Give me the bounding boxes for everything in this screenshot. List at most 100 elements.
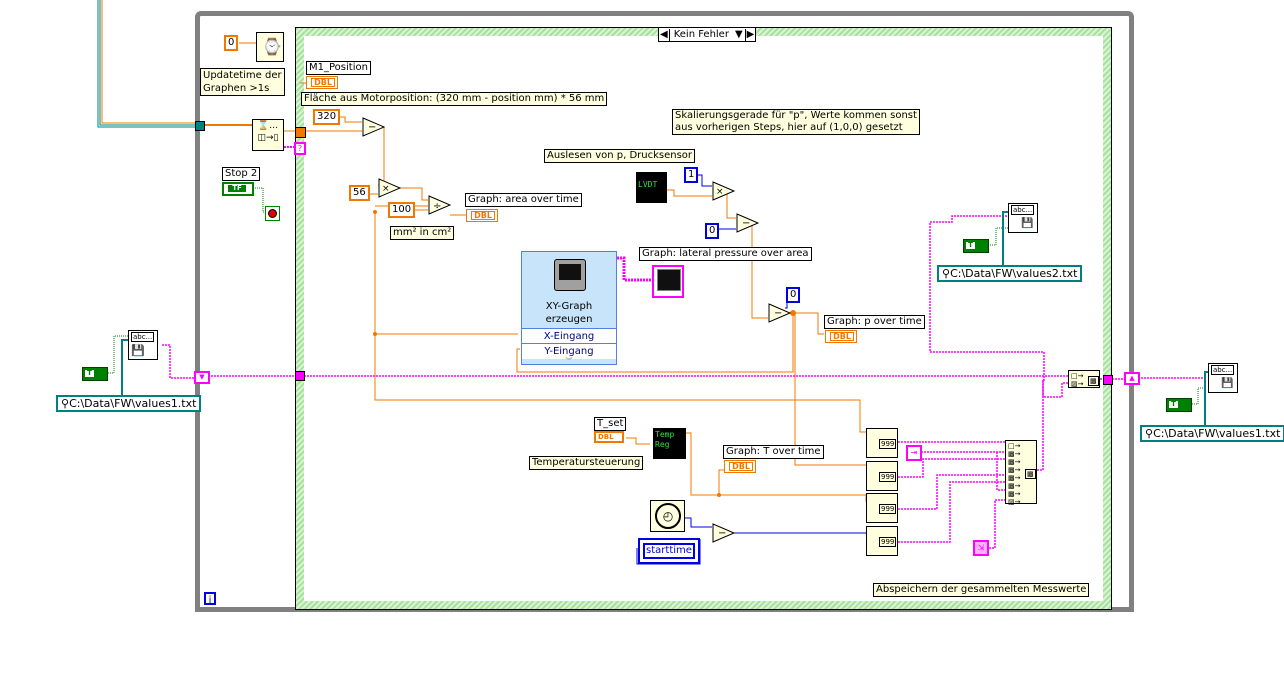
- build-array-node-1[interactable]: 999: [866, 428, 898, 458]
- tf-label: T: [966, 242, 975, 249]
- case-next-icon[interactable]: ▶: [744, 28, 755, 41]
- path-wire: [1204, 371, 1208, 427]
- save-comment: Abspeichern der gesammelten Messwerte: [873, 583, 1090, 597]
- error-tunnel[interactable]: [195, 121, 205, 131]
- unknown-tunnel[interactable]: ?: [294, 142, 306, 155]
- wire: [516, 313, 794, 373]
- bundle-node[interactable]: □→▨→ ▩: [1068, 370, 1100, 388]
- constant-56[interactable]: 56: [349, 185, 370, 201]
- append-boolean-left[interactable]: T: [82, 367, 108, 381]
- cluster-out-icon: ▩: [1025, 469, 1036, 479]
- svg-text:−: −: [742, 218, 750, 229]
- xy-graph-express-vi[interactable]: XY-Graph erzeugen X-Eingang Y-Eingang ︾: [521, 251, 617, 365]
- multiply-p-node[interactable]: ×: [712, 181, 736, 201]
- wire: [626, 437, 650, 445]
- constant-1[interactable]: 1: [684, 167, 699, 183]
- chevron-down-icon[interactable]: ▼: [734, 28, 743, 40]
- subtract-node[interactable]: −: [362, 117, 386, 137]
- case-tunnel-left[interactable]: [295, 371, 305, 381]
- cluster-wire: [996, 452, 1005, 491]
- shift-register-right[interactable]: ▲: [1124, 372, 1140, 385]
- temp-reg-line: Temp: [655, 430, 675, 439]
- shift-register-left[interactable]: ▼: [194, 371, 210, 384]
- case-tunnel-right[interactable]: [1103, 375, 1113, 385]
- t-set-label: T_set: [594, 417, 627, 431]
- array-size: 999: [879, 439, 897, 449]
- subtract-time-node[interactable]: −: [712, 523, 736, 543]
- update-time-comment: Updatetime der Graphen >1s: [200, 68, 285, 96]
- cluster-wire: [898, 458, 1005, 478]
- graph-icon: [657, 269, 681, 291]
- graph-t-indicator[interactable]: DBL: [724, 460, 756, 473]
- bundle-cluster-node[interactable]: □→▩→▩→▩→▩→▩→▩→▨→ ▩: [1005, 440, 1037, 506]
- array-arrow-icon: ◫→▯: [257, 133, 279, 143]
- m1-position-indicator[interactable]: DBL: [306, 76, 338, 89]
- comment-line: aus vorherigen Steps, hier auf (1,0,0) g…: [675, 122, 903, 133]
- write-file-inner[interactable]: abc... 💾: [1008, 203, 1038, 233]
- starttime-control[interactable]: starttime: [638, 538, 700, 564]
- subtract-p-node[interactable]: −: [736, 213, 760, 233]
- wire: [718, 469, 725, 495]
- wait-ms-node[interactable]: ⌚: [256, 32, 284, 62]
- stop-terminal[interactable]: [265, 206, 280, 221]
- tf-label: TF: [228, 185, 246, 192]
- floppy-icon: 💾: [1021, 218, 1034, 229]
- path-constant-right[interactable]: ⚲C:\Data\FW\values1.txt: [1140, 425, 1284, 442]
- write-file-left[interactable]: abc... 💾: [128, 330, 158, 360]
- append-boolean-right[interactable]: T: [1166, 398, 1192, 412]
- build-array-node-4[interactable]: 999: [866, 526, 898, 556]
- path-constant-left[interactable]: ⚲C:\Data\FW\values1.txt: [56, 395, 202, 412]
- wire: [789, 312, 824, 335]
- build-array-node-3[interactable]: 999: [866, 493, 898, 523]
- svg-text:×: ×: [716, 187, 724, 197]
- auslesen-comment: Auslesen von p, Drucksensor: [544, 149, 696, 163]
- hourglass-icon: ⌛…: [257, 121, 279, 131]
- dbl-type: DBL: [830, 332, 854, 341]
- expand-chevron-icon[interactable]: ︾: [565, 357, 573, 365]
- array-size: 999: [879, 504, 897, 514]
- subtract-offset-node[interactable]: −: [768, 303, 792, 323]
- dbl-type: DBL: [598, 433, 614, 441]
- graph-p-indicator[interactable]: DBL: [825, 330, 857, 343]
- x-eingang-input[interactable]: X-Eingang: [522, 328, 616, 344]
- merge-icon-terminal[interactable]: ⇲: [973, 540, 989, 556]
- multiply-node[interactable]: ×: [378, 178, 402, 198]
- wait-ms-constant[interactable]: 0: [224, 35, 239, 51]
- graph-area-indicator[interactable]: DBL: [466, 209, 498, 222]
- mm-cm-comment: mm² in cm²: [390, 226, 455, 240]
- insert-icon-terminal[interactable]: ⇥: [906, 445, 922, 461]
- dbl-type: DBL: [471, 211, 495, 220]
- case-prev-icon[interactable]: ◀: [660, 28, 670, 41]
- constant-0b[interactable]: 0: [786, 287, 801, 303]
- write-file-right[interactable]: abc... 💾: [1208, 363, 1238, 393]
- t-set-control[interactable]: DBL: [594, 431, 624, 443]
- divide-node[interactable]: ÷: [428, 195, 452, 215]
- temp-reg-subvi[interactable]: Temp Reg: [653, 428, 686, 459]
- lateral-graph-terminal[interactable]: [652, 265, 684, 298]
- flaeche-comment: Fläche aus Motorposition: (320 mm - posi…: [301, 92, 608, 106]
- svg-text:−: −: [718, 528, 726, 539]
- stop-boolean-control[interactable]: TF: [222, 182, 254, 196]
- path-constant-inner[interactable]: ⚲C:\Data\FW\values2.txt: [937, 265, 1083, 282]
- floppy-icon: 💾: [131, 344, 145, 357]
- case-selector[interactable]: ◀ Kein Fehler ▼ ▶: [658, 27, 757, 42]
- case-selector-terminal[interactable]: [295, 127, 306, 138]
- y-eingang-input[interactable]: Y-Eingang: [522, 343, 616, 359]
- constant-0a[interactable]: 0: [705, 223, 720, 239]
- constant-320[interactable]: 320: [313, 109, 341, 125]
- svg-text:−: −: [368, 122, 376, 133]
- build-array-node-2[interactable]: 999: [866, 461, 898, 491]
- cluster-wire: [929, 215, 1045, 471]
- floppy-icon: 💾: [1221, 378, 1234, 389]
- append-boolean-inner[interactable]: T: [963, 239, 989, 253]
- xy-title-line: erzeugen: [545, 314, 593, 325]
- constant-100[interactable]: 100: [388, 202, 416, 218]
- graph-lateral-label: Graph: lateral pressure over area: [639, 247, 812, 261]
- lvdt-subvi[interactable]: LVDT: [636, 172, 667, 203]
- stop-label: Stop 2: [222, 167, 261, 181]
- tick-count-node[interactable]: ◴: [650, 500, 685, 532]
- wire: [751, 224, 768, 319]
- unbundle-error-node[interactable]: ⌛… ◫→▯: [252, 119, 284, 151]
- bundle-icon: □→▨→: [1071, 372, 1084, 388]
